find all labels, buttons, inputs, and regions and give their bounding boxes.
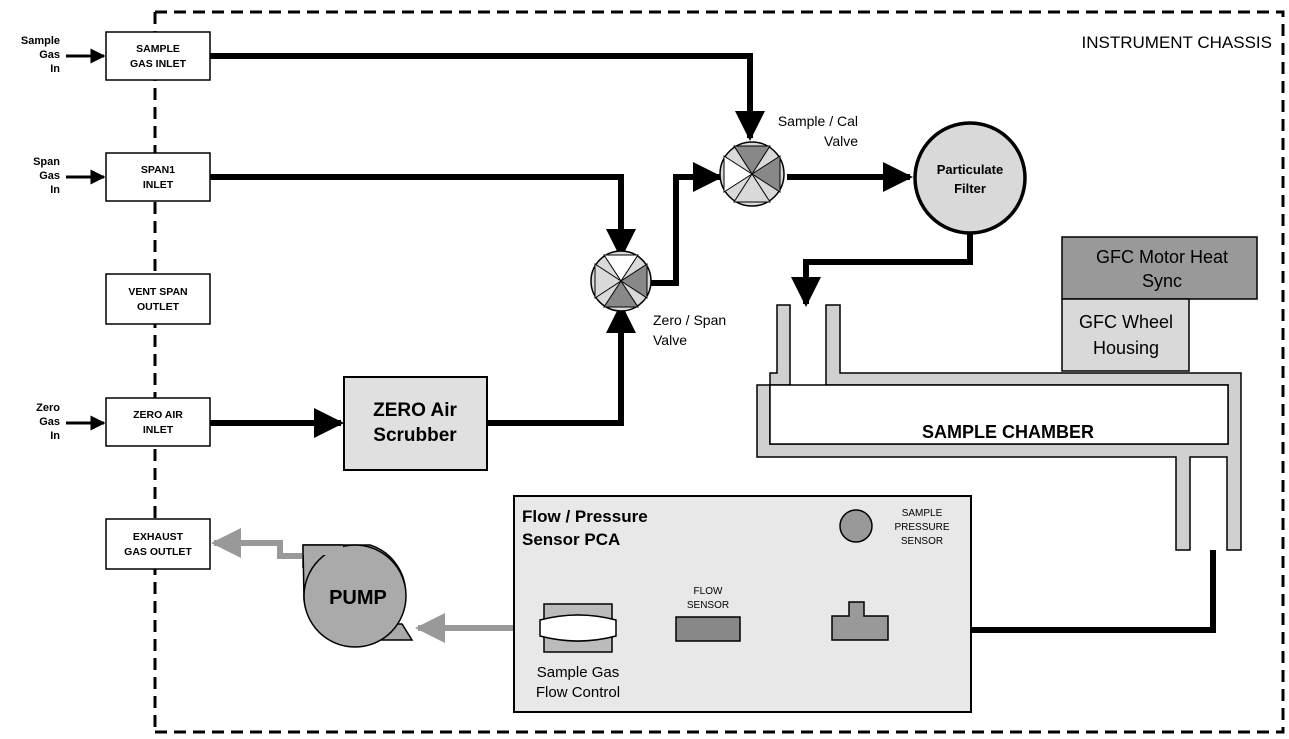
svg-text:Filter: Filter [954,181,986,196]
pump-to-exhaust-line [211,528,302,559]
svg-text:GAS OUTLET: GAS OUTLET [124,546,192,558]
zero-span-valve-label: Zero / Span Valve [653,312,726,348]
sample-cal-valve [719,141,785,207]
svg-text:SENSOR: SENSOR [687,600,729,611]
svg-text:Sample: Sample [21,35,60,47]
span-line [210,174,636,259]
svg-text:SPAN1: SPAN1 [141,164,175,176]
svg-text:Flow / Pressure: Flow / Pressure [522,507,648,526]
sample-pressure-sensor: SAMPLE PRESSURE SENSOR [839,508,950,547]
svg-text:Flow Control: Flow Control [536,684,620,701]
instrument-chassis: INSTRUMENT CHASSIS [153,10,1285,734]
svg-text:SENSOR: SENSOR [901,536,943,547]
svg-text:Zero: Zero [36,402,60,414]
flow-sensor: FLOW SENSOR [675,586,741,642]
svg-text:PRESSURE: PRESSURE [894,522,949,533]
particulate-filter: Particulate Filter [913,121,1027,235]
svg-text:OUTLET: OUTLET [137,301,180,313]
svg-text:INLET: INLET [143,424,174,436]
svg-text:Particulate: Particulate [937,162,1003,177]
zero-air-inlet-port: ZERO AIR INLET [105,397,211,447]
sample-line [210,53,765,141]
svg-text:Valve: Valve [653,332,687,348]
svg-text:VENT SPAN: VENT SPAN [128,286,187,298]
span-gas-in-label: Span Gas In [33,156,60,196]
sample-gas-inlet-port: SAMPLE GAS INLET [105,31,211,81]
svg-text:Sync: Sync [1142,271,1182,291]
svg-text:Span: Span [33,156,60,168]
svg-text:Zero / Span: Zero / Span [653,312,726,328]
svg-text:Sensor PCA: Sensor PCA [522,530,620,549]
tee-fitting [831,601,889,641]
zero-air-scrubber: ZERO Air Scrubber [343,376,488,471]
chamber-to-pca-line [888,550,1216,645]
chassis-label: INSTRUMENT CHASSIS [1082,33,1273,52]
pump: PUMP [302,544,414,648]
sample-gas-in-label: Sample Gas In [21,35,60,75]
svg-text:GAS INLET: GAS INLET [130,58,187,70]
gfc-wheel-housing: GFC Wheel Housing [1061,298,1190,372]
svg-text:In: In [50,63,60,75]
svg-text:In: In [50,430,60,442]
svg-text:ZERO Air: ZERO Air [373,400,457,421]
svg-text:FLOW: FLOW [694,586,723,597]
zero-gas-in-label: Zero Gas In [36,402,60,442]
svg-text:GFC Motor Heat: GFC Motor Heat [1096,247,1228,267]
svg-text:SAMPLE: SAMPLE [902,508,943,519]
svg-text:In: In [50,184,60,196]
svg-text:Housing: Housing [1093,338,1159,358]
zero-span-valve [590,250,652,312]
svg-text:ZERO AIR: ZERO AIR [133,409,183,421]
svg-text:SAMPLE: SAMPLE [136,43,180,55]
svg-text:Scrubber: Scrubber [373,425,457,446]
svg-text:Sample Gas: Sample Gas [537,664,620,681]
vent-span-outlet-port: VENT SPAN OUTLET [105,273,211,325]
filter-to-chamber-line [791,227,973,307]
gfc-motor-heat-sync: GFC Motor Heat Sync [1061,236,1258,300]
zs-to-sc-line [649,162,723,286]
svg-text:Gas: Gas [39,49,60,61]
svg-text:Sample / Cal: Sample / Cal [778,113,858,129]
sample-chamber-label: SAMPLE CHAMBER [922,422,1094,442]
sample-gas-flow-control: Sample Gas Flow Control [536,603,620,701]
exhaust-gas-outlet-port: EXHAUST GAS OUTLET [105,518,211,570]
svg-text:INLET: INLET [143,179,174,191]
sample-chamber: SAMPLE CHAMBER [756,304,1242,551]
svg-text:Gas: Gas [39,170,60,182]
scrubber-to-valve-line [487,303,636,426]
span1-inlet-port: SPAN1 INLET [105,152,211,202]
svg-text:Gas: Gas [39,416,60,428]
svg-text:EXHAUST: EXHAUST [133,531,184,543]
sample-cal-valve-label: Sample / Cal Valve [778,113,858,149]
svg-text:GFC Wheel: GFC Wheel [1079,312,1173,332]
pump-label: PUMP [329,587,387,609]
svg-text:Valve: Valve [824,133,858,149]
